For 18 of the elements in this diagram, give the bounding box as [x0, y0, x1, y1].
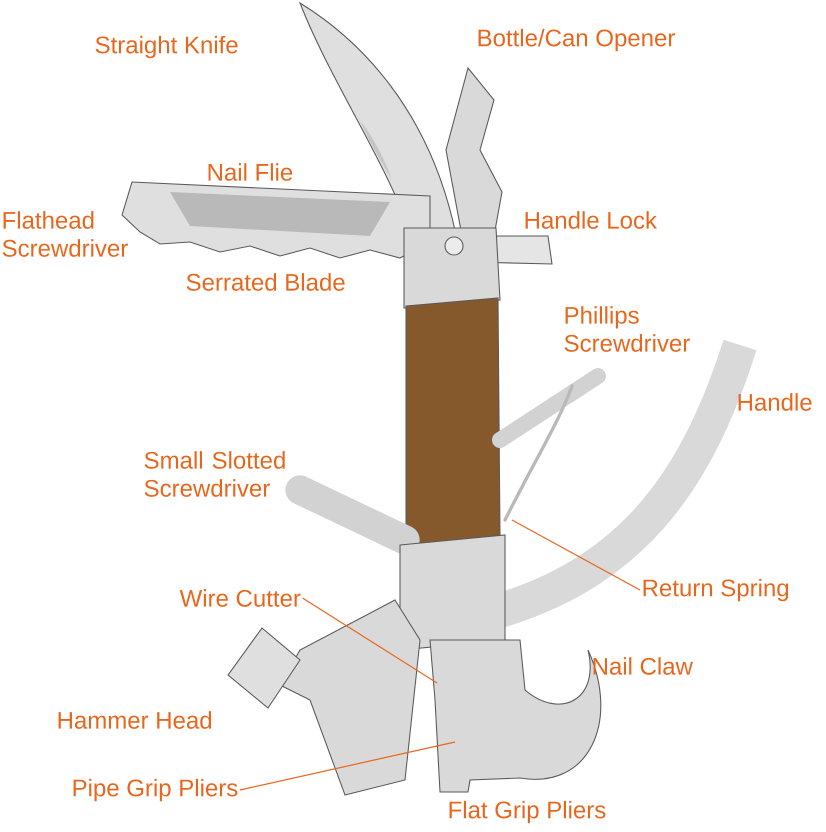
leader-line [302, 598, 438, 684]
part-label: Small Slotted Screwdriver [144, 451, 285, 497]
leader-line [512, 519, 640, 591]
callout-label: Return Spring [644, 578, 788, 602]
part-label: Phillips Screwdriver [564, 306, 690, 352]
part-label: Bottle/Can Opener [478, 28, 675, 52]
part-label: Flathead Screwdriver [2, 211, 128, 257]
part-label: Hammer Head [58, 711, 212, 729]
part-label: Straight Knife [96, 36, 238, 58]
callout-label: Pipe Grip Pliers [74, 778, 238, 802]
part-label: Nail Claw [594, 657, 693, 675]
callout-label: Wire Cutter [180, 589, 301, 607]
leader-line [240, 741, 456, 791]
part-label: Serrated Blade [186, 273, 345, 291]
part-label: Handle Lock [526, 211, 658, 229]
part-label: Nail Flie [208, 163, 292, 181]
part-label: Flat Grip Pliers [450, 800, 606, 824]
part-label: Handle [738, 393, 812, 411]
